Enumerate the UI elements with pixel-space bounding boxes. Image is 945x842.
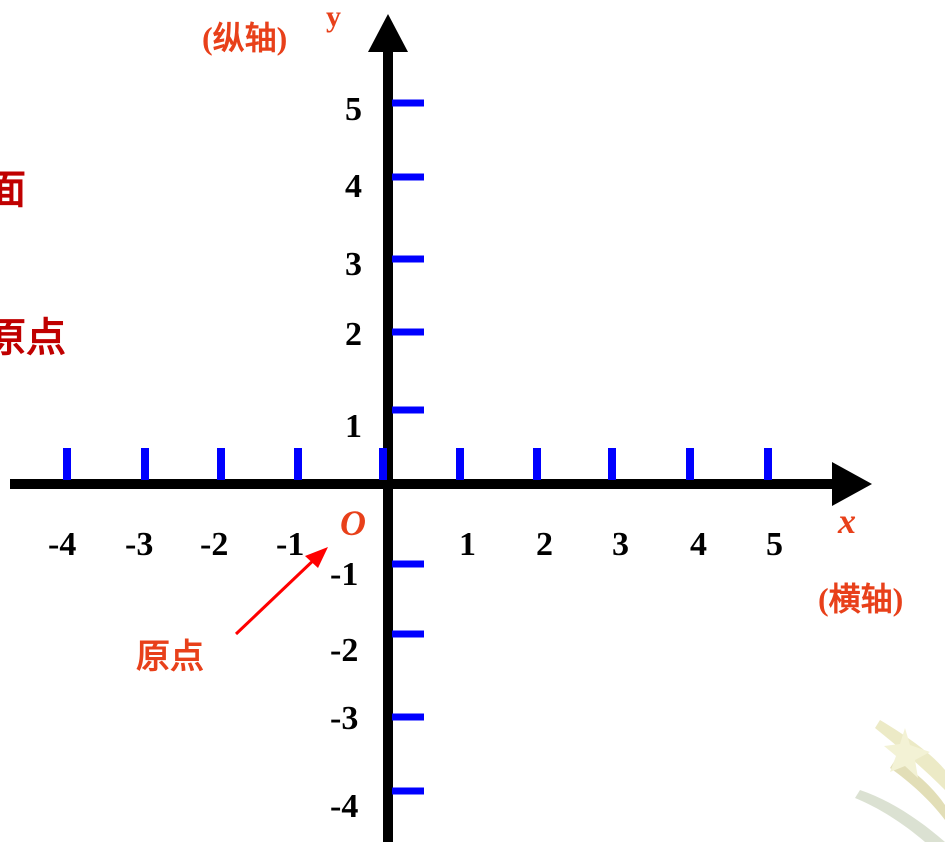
x-axis-ticks [63, 448, 772, 480]
y-axis-variable: y [326, 0, 341, 33]
x-tick-label: 1 [459, 526, 476, 563]
leaf-shape [855, 790, 945, 842]
y-tick-label: -3 [330, 700, 359, 737]
left-fragment-plane: 面 [0, 167, 26, 213]
x-axis-arrowhead [832, 462, 872, 506]
x-tick-label: 3 [612, 526, 629, 563]
leaf-shape [890, 760, 945, 820]
x-tick-label: 2 [536, 526, 553, 563]
x-tick-label: -3 [125, 526, 154, 563]
y-tick-label: 4 [345, 168, 362, 205]
y-tick-label: 5 [345, 91, 362, 128]
decorative-leaves [855, 720, 945, 842]
y-axis-ticks [392, 99, 424, 795]
origin-callout-arrow-shaft [234, 554, 320, 636]
y-tick-label: -4 [330, 788, 359, 825]
left-fragment-origin: 原点 [0, 315, 66, 361]
x-tick-label: -1 [276, 526, 305, 563]
leaf-shape [884, 728, 930, 778]
origin-callout-label: 原点 [136, 637, 204, 677]
x-axis-note: (横轴) [818, 581, 904, 617]
y-tick-label: -1 [330, 556, 359, 593]
x-axis-variable: x [838, 501, 856, 541]
y-tick-label: 3 [345, 246, 362, 283]
y-axis-note: (纵轴) [202, 20, 288, 56]
origin-callout-arrowhead [305, 547, 328, 568]
y-tick-label: 2 [345, 316, 362, 353]
x-tick-label: -4 [48, 526, 77, 563]
x-tick-label: -2 [200, 526, 229, 563]
x-tick-label: 4 [690, 526, 707, 563]
origin-symbol: O [340, 503, 366, 543]
y-tick-label: -2 [330, 632, 359, 669]
y-tick-label: 1 [345, 408, 362, 445]
x-tick-label: 5 [766, 526, 783, 563]
y-axis-arrowhead [368, 14, 408, 52]
